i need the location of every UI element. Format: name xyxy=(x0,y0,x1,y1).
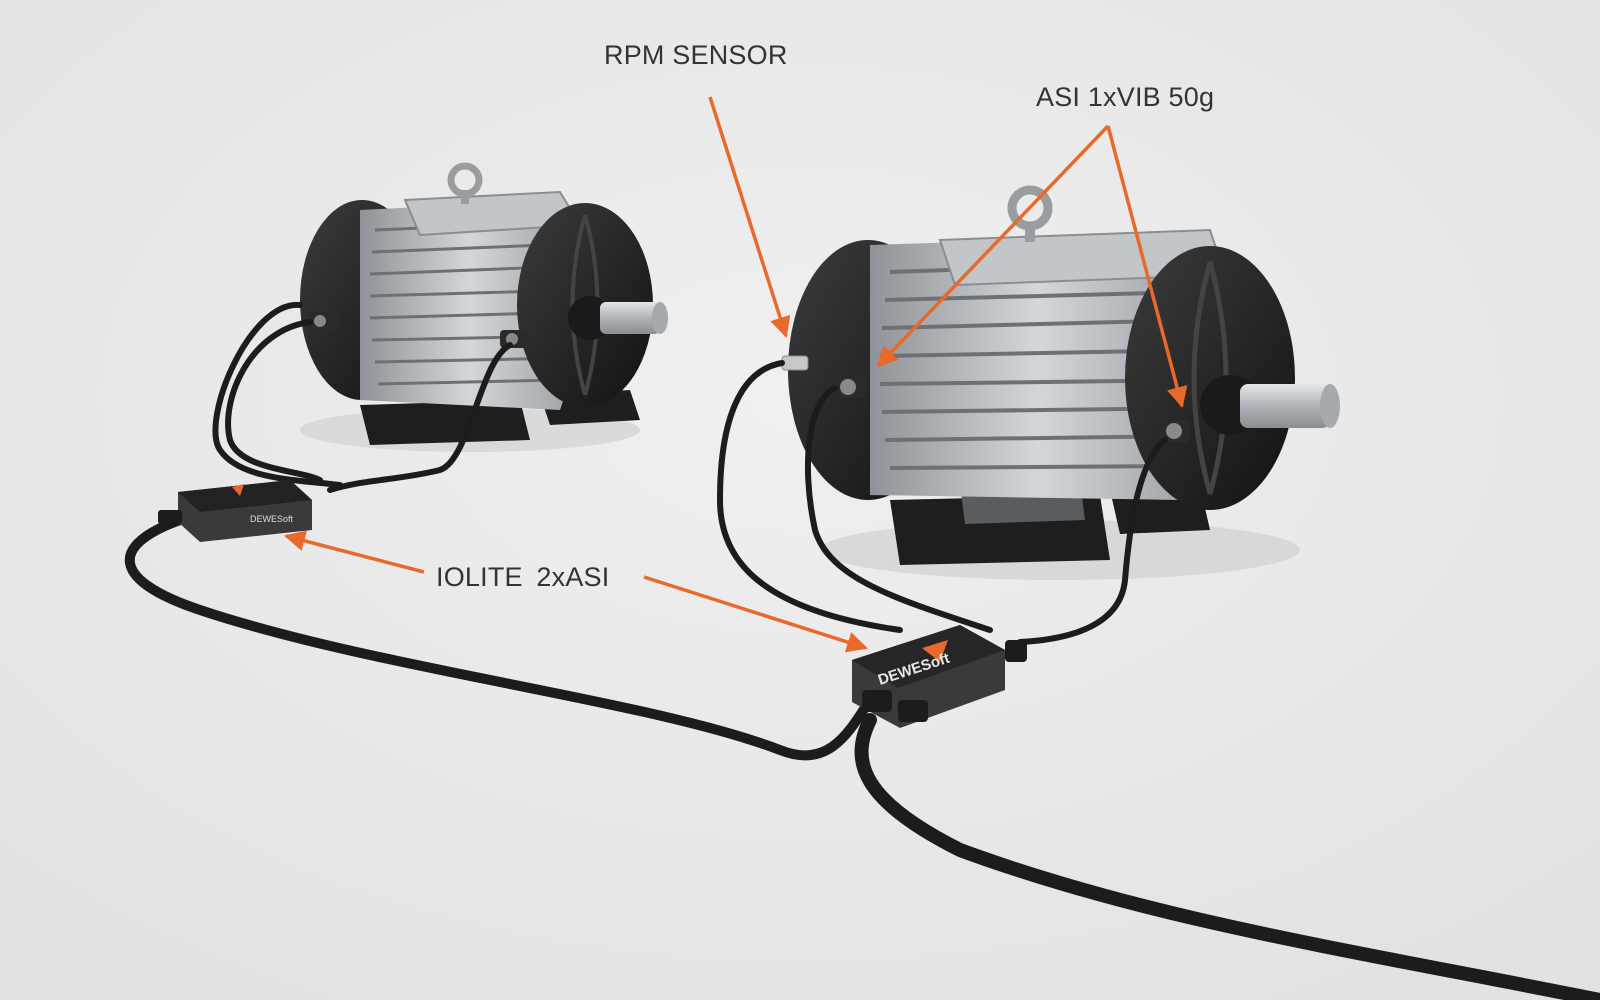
cable-left-sensor-1 xyxy=(225,319,323,483)
motor-right-shaft xyxy=(1240,384,1330,428)
arrow-rpm-sensor xyxy=(708,96,791,339)
motor-left-foot xyxy=(360,400,530,445)
callout-arrows xyxy=(283,96,1188,653)
cable-left-sensor-2 xyxy=(327,342,513,493)
arrow-iolite-large xyxy=(643,575,869,653)
label-iolite: IOLITE 2xASI xyxy=(436,562,610,592)
cable-rpm-sensor xyxy=(716,360,903,633)
motor-left xyxy=(300,162,668,452)
arrow-asi-sensor-1 xyxy=(876,124,1110,368)
arrow-iolite-small xyxy=(283,530,425,574)
arrow-asi-sensor-2 xyxy=(1106,125,1188,409)
motor-right-front-cap xyxy=(1125,246,1295,510)
motor-right-sensor-rpm xyxy=(781,355,809,371)
cables xyxy=(124,301,1600,1000)
label-rpm-sensor: RPM SENSOR xyxy=(604,40,788,70)
cable-output xyxy=(854,713,1600,1000)
iolite-module-small: DEWESoft xyxy=(158,480,312,542)
module-small-connector xyxy=(158,510,182,524)
motor-right-sensor-vib-2 xyxy=(1160,420,1190,442)
cable-vib-2 xyxy=(1017,437,1168,645)
label-asi-sensor: ASI 1xVIB 50g xyxy=(1036,82,1215,112)
cable-vib-1 xyxy=(804,385,993,633)
module-small-logo-text: DEWESoft xyxy=(250,514,294,524)
motor-left-sensor-1 xyxy=(308,312,338,330)
module-large-connector-2 xyxy=(898,700,928,722)
module-large-logo-icon xyxy=(922,640,948,662)
module-large-connector-1 xyxy=(862,690,892,712)
motor-right-sensor-vib-1 xyxy=(832,376,866,398)
motor-left-shaft xyxy=(600,302,660,334)
module-small-logo-icon xyxy=(232,484,244,496)
motor-right xyxy=(781,185,1340,580)
motor-right-body xyxy=(870,235,1205,500)
cable-daisy-chain xyxy=(124,515,875,761)
iolite-module-large: DEWESoft xyxy=(852,625,1027,728)
module-large-connector-3 xyxy=(1005,640,1027,662)
